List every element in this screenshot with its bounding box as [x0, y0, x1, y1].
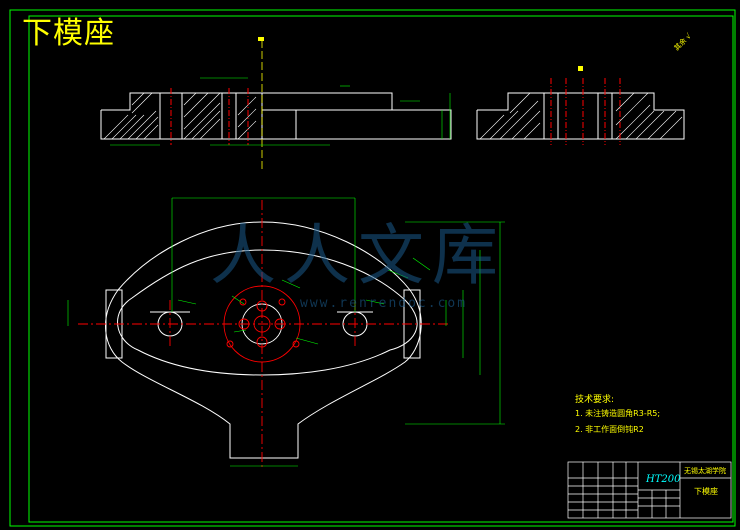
- notes-heading: 技术要求:: [575, 395, 615, 405]
- watermark: 人人文库: [210, 217, 506, 294]
- inner-frame: [28, 15, 734, 523]
- section-center-lines-left: [170, 88, 249, 145]
- note-item-2: 2. 非工作面倒钝R2: [575, 425, 644, 434]
- note-item-1: 1. 未注铸造圆角R3-R5;: [575, 409, 661, 418]
- material-label: HT200: [646, 474, 681, 485]
- dims-left: [110, 77, 451, 146]
- watermark-url: www.renrendoc.com: [300, 296, 468, 311]
- plan-dimensions: [67, 197, 505, 467]
- section-center-lines-right: [550, 78, 621, 145]
- school-name: 无锡太湖学院: [684, 467, 726, 475]
- section-view-left: [100, 92, 452, 140]
- section-markers: [258, 37, 583, 71]
- part-name-label: 下模座: [694, 487, 718, 496]
- section-view-right: [476, 92, 685, 140]
- title-block: [567, 461, 732, 519]
- drawing-title: 下模座: [22, 16, 115, 51]
- outer-frame: [9, 9, 736, 527]
